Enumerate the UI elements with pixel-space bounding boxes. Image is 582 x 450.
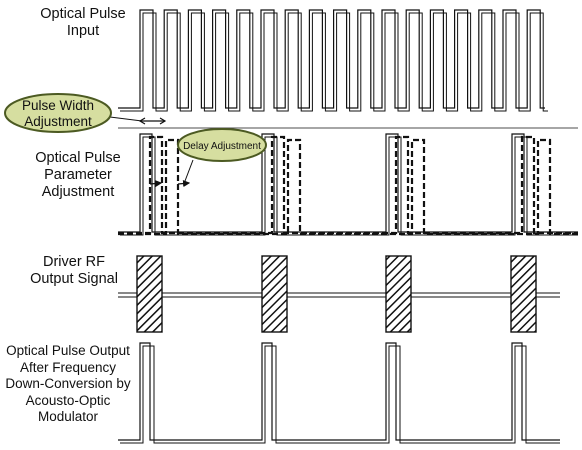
delay-text: Delay Adjustment (183, 141, 261, 152)
input-waveform (118, 9, 545, 109)
pulse-width-text-line1: Pulse Width (22, 98, 94, 113)
driver-rf-output-label: Driver RF Output Signal (30, 254, 118, 287)
delay-callout: Delay Adjustment (149, 128, 267, 188)
optical-pulse-input-label: Optical Pulse Input (40, 6, 126, 39)
input-waveform-shadow (120, 12, 548, 112)
optical-pulse-output-label: Optical Pulse Output After Frequency Dow… (5, 343, 131, 424)
input-pulse-train (118, 9, 548, 112)
rf-burst-1 (136, 255, 163, 333)
optical-pulse-parameter-adjustment-label: Optical Pulse Parameter Adjustment (35, 150, 121, 200)
pulse-width-bubble (4, 93, 112, 133)
output-pulse-train (118, 342, 560, 444)
rf-burst-3 (385, 255, 412, 333)
rf-burst-2 (261, 255, 288, 333)
delay-arrow-1 (149, 179, 163, 188)
pulse-width-callout: Pulse Width Adjustment (4, 93, 167, 133)
delay-bubble (177, 128, 267, 162)
rf-output-signal (118, 255, 560, 333)
adjusted-pulse-train (118, 127, 578, 236)
delayed-waveform-2 (118, 138, 578, 236)
pulse-width-text-line2: Adjustment (24, 114, 92, 129)
rf-burst-4 (510, 255, 537, 333)
output-waveform (118, 342, 560, 441)
delay-arrow-2 (177, 179, 191, 188)
output-waveform-shadow (120, 345, 560, 444)
